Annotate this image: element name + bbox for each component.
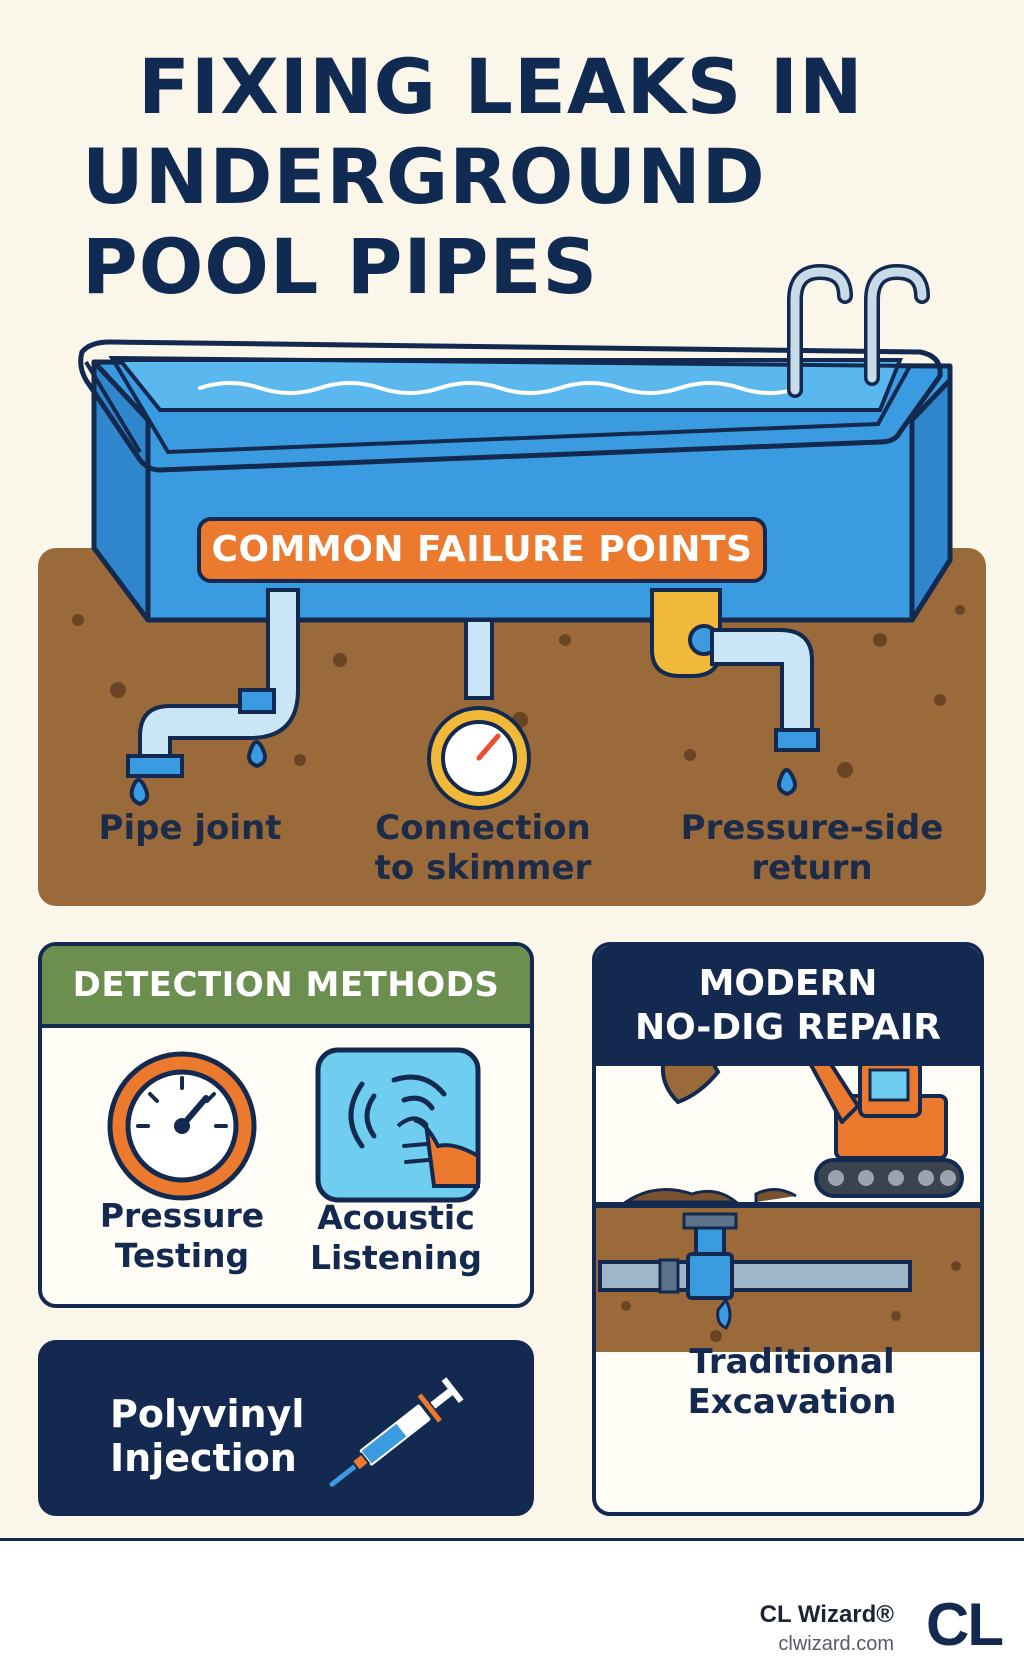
detection-methods-heading: DETECTION METHODS: [42, 946, 530, 1028]
detection-methods-panel: DETECTION METHODS Pressure Testing Acous…: [38, 942, 534, 1308]
failure-label-pipe-joint: Pipe joint: [98, 808, 282, 848]
no-dig-repair-heading: MODERN NO-DIG REPAIR: [596, 946, 980, 1066]
polyvinyl-injection-panel: Polyvinyl Injection: [38, 1340, 534, 1516]
common-failure-points-heading: COMMON FAILURE POINTS: [197, 517, 767, 583]
failure-label-skimmer: Connection to skimmer: [374, 808, 592, 888]
title-line-1: FIXING LEAKS IN: [138, 42, 864, 131]
title-line-3: POOL PIPES: [82, 222, 599, 311]
excavator-icon: [596, 1066, 980, 1352]
page-title: FIXING LEAKS IN UNDERGROUND POOL PIPES: [82, 42, 962, 312]
footer: CL Wizard® clwizard.com CL: [0, 1541, 1024, 1666]
pressure-side-return: [650, 588, 820, 797]
title-line-2: UNDERGROUND: [82, 132, 766, 221]
acoustic-listening-icon: [315, 1047, 481, 1203]
brand-name: CL Wizard®: [759, 1601, 894, 1628]
syringe-icon: [329, 1377, 464, 1487]
footer-divider: [0, 1538, 1024, 1541]
pool-coping: [78, 339, 943, 473]
failure-label-pressure-return: Pressure-side return: [680, 808, 944, 888]
no-dig-repair-panel: MODERN NO-DIG REPAIR Traditional Excavat…: [592, 942, 984, 1516]
skimmer-connection: [427, 618, 531, 810]
pressure-gauge-icon: [107, 1051, 257, 1201]
injection-label: Polyvinyl Injection: [110, 1392, 305, 1480]
method-label-acoustic-listening: Acoustic Listening: [309, 1198, 483, 1277]
brand-url[interactable]: clwizard.com: [778, 1633, 894, 1655]
method-label-pressure-testing: Pressure Testing: [99, 1196, 265, 1275]
brand-logo: CL: [926, 1591, 1004, 1658]
pipe-joint-leak: [126, 588, 300, 807]
soil-pebbles: [72, 605, 965, 778]
traditional-excavation-label: Traditional Excavation: [687, 1342, 897, 1422]
pool-water: [115, 358, 903, 412]
